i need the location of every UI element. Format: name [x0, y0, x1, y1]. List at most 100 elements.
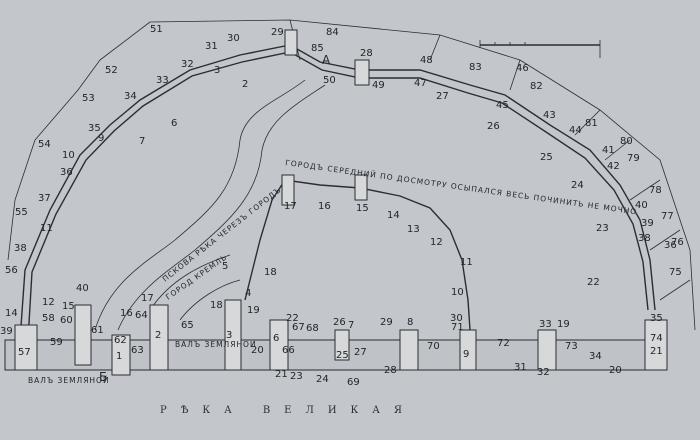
tower-number-label: 76 — [671, 237, 684, 248]
tower-number-label: 2 — [242, 79, 248, 90]
tower-number-label: 22 — [587, 277, 600, 288]
tower-number-label: 14 — [5, 308, 18, 319]
tower-number-label: 36 — [664, 240, 677, 251]
tower-number-label: 60 — [60, 315, 73, 326]
tower-number-label: 73 — [565, 341, 578, 352]
tower-number-label: 34 — [589, 351, 602, 362]
tower-number-label: 77 — [661, 211, 674, 222]
tower-number-label: 10 — [62, 150, 75, 161]
tower-number-label: 21 — [650, 346, 663, 357]
tower-number-label: 51 — [150, 24, 163, 35]
outer-wall-inner — [27, 51, 649, 341]
tower-number-label: 16 — [120, 308, 133, 319]
tower-number-label: 69 — [347, 377, 360, 388]
tower-number-label: 53 — [82, 93, 95, 104]
tower-number-label: 11 — [460, 257, 473, 268]
tower-number-label: 14 — [387, 210, 400, 221]
tower-number-label: 32 — [537, 367, 550, 378]
rampart-center-caption: ВАЛЪ ЗЕМЛЯНОЙ — [175, 340, 257, 349]
tower-number-label: 58 — [42, 313, 55, 324]
tower-number-label: 3 — [214, 65, 220, 76]
tower-number-label: 83 — [469, 62, 482, 73]
tower-number-label: 16 — [318, 201, 331, 212]
tower-number-label: 71 — [451, 322, 464, 333]
tower-number-label: 21 — [275, 369, 288, 380]
tower-number-label: 9 — [463, 349, 469, 360]
tower-number-label: 22 — [286, 313, 299, 324]
tower-number-label: 27 — [436, 91, 449, 102]
tower-number-label: 30 — [227, 33, 240, 44]
tower-number-label: 37 — [38, 193, 51, 204]
tower-numbers: 5152535455561439575812113738361035934733… — [0, 24, 684, 388]
tower-number-label: 20 — [609, 365, 622, 376]
tower-number-label: 4 — [245, 288, 251, 299]
tower-number-label: 15 — [356, 203, 369, 214]
tower-number-label: 25 — [336, 350, 349, 361]
tower-number-label: 17 — [141, 293, 154, 304]
tower-number-label: 3 — [226, 330, 232, 341]
tower-number-label: 56 — [5, 265, 18, 276]
tower-number-label: 50 — [323, 75, 336, 86]
tower-number-label: 63 — [131, 345, 144, 356]
tower-number-label: 46 — [516, 63, 529, 74]
tower-number-label: 81 — [585, 118, 598, 129]
tower-number-label: 31 — [514, 362, 527, 373]
tower-number-label: 78 — [649, 185, 662, 196]
tower-number-label: 35 — [88, 123, 101, 134]
tower-number-label: 26 — [487, 121, 500, 132]
tower-number-label: 84 — [326, 27, 339, 38]
kremlin-outline — [149, 254, 231, 311]
tower-number-label: 66 — [282, 345, 295, 356]
tower-number-label: 39 — [641, 218, 654, 229]
tower-number-label: 41 — [602, 145, 615, 156]
tower-number-label: 57 — [18, 347, 31, 358]
tower-number-label: 38 — [638, 233, 651, 244]
tower-number-label: 25 — [540, 152, 553, 163]
towers — [14, 29, 668, 376]
tower-number-label: 1 — [116, 351, 122, 362]
tower-number-label: 85 — [311, 43, 324, 54]
tower-number-label: 10 — [451, 287, 464, 298]
tower-number-label: 38 — [14, 243, 27, 254]
letter-b: Б — [99, 370, 107, 384]
tower-number-label: 40 — [635, 200, 648, 211]
tower-number-label: 40 — [76, 283, 89, 294]
tower-number-label: 67 — [292, 322, 305, 333]
tower-number-label: 59 — [50, 337, 63, 348]
tower-number-label: 82 — [530, 81, 543, 92]
tower-number-label: 54 — [38, 139, 51, 150]
velikaya-river-caption: РѢКА ВЕЛИКАЯ — [160, 405, 416, 416]
tower-number-label: 8 — [407, 317, 413, 328]
tower-number-label: 2 — [155, 330, 161, 341]
tower-number-label: 68 — [306, 323, 319, 334]
tower-number-label: 11 — [40, 223, 53, 234]
tower-number-label: 24 — [316, 374, 329, 385]
tower-number-label: 28 — [360, 48, 373, 59]
tower-number-label: 12 — [42, 297, 55, 308]
tower-number-label: 18 — [210, 300, 223, 311]
tower-number-label: 23 — [290, 371, 303, 382]
tower-number-label: 48 — [420, 55, 433, 66]
tower-number-label: 39 — [0, 326, 13, 337]
tower-number-label: 75 — [669, 267, 682, 278]
tower-number-label: 6 — [273, 333, 279, 344]
letter-a: А — [322, 53, 331, 67]
tower-number-label: 33 — [156, 75, 169, 86]
tower-number-label: 28 — [384, 365, 397, 376]
tower-number-label: 80 — [620, 136, 633, 147]
tower-number-label: 27 — [354, 347, 367, 358]
tower-number-label: 29 — [380, 317, 393, 328]
tower-number-label: 26 — [333, 317, 346, 328]
tower-number-label: 70 — [427, 341, 440, 352]
tower-number-label: 19 — [247, 305, 260, 316]
tower-number-label: 32 — [181, 59, 194, 70]
tower-number-label: 61 — [91, 325, 104, 336]
tower-number-label: 34 — [124, 91, 137, 102]
tower-number-label: 79 — [627, 153, 640, 164]
outer-wall — [19, 44, 656, 341]
tower-number-label: 43 — [543, 110, 556, 121]
inner-city-caption: ГОРОДЪ СЕРЕДНИЙ ПО ДОСМОТРУ ОСЫПАЛСЯ ВЕС… — [285, 158, 638, 216]
tower-number-label: 36 — [60, 167, 73, 178]
tower-number-label: 55 — [15, 207, 28, 218]
